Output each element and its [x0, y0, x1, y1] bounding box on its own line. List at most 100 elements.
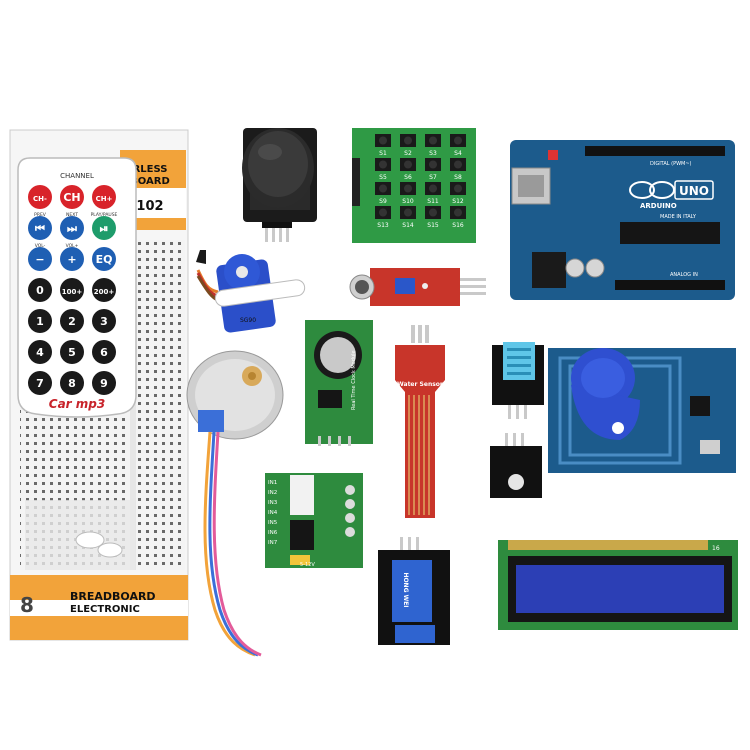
keypad-key-label: S7 [429, 174, 437, 181]
remote-button-label: 200+ [94, 288, 115, 296]
keypad-key-label: S3 [429, 150, 437, 157]
driver-pin-label: IN2 [268, 490, 277, 496]
remote-button [60, 216, 84, 240]
remote-button-sublabel: VOL- [35, 243, 46, 249]
keypad-key-label: S15 [427, 222, 439, 229]
keypad-key-label: S10 [402, 198, 414, 205]
keypad-key-cap [454, 184, 462, 193]
water-sensor-label: Water Sensor [397, 381, 443, 388]
keypad-key-label: S9 [379, 198, 387, 205]
remote-button [28, 278, 52, 302]
box-bottom-text-1: BREADBOARD [70, 590, 156, 603]
keypad-key-cap [379, 184, 387, 193]
remote-button [28, 247, 52, 271]
sound-sensor-module [349, 268, 486, 306]
keypad-key-cap [404, 184, 412, 193]
remote-button-sublabel: PREV [34, 212, 47, 218]
arduino-made-in: MADE IN ITALY [660, 214, 697, 220]
stepper-motor [186, 350, 284, 657]
ir-receiver-module [490, 433, 542, 498]
servo-label: SG90 [240, 317, 256, 324]
remote-button [28, 340, 52, 364]
keypad-key-cap [429, 208, 437, 217]
arduino-uno-board: UNO ARDUINO MADE IN ITALY DIGITAL (PWM~)… [510, 140, 735, 300]
arduino-brand: ARDUINO [640, 202, 677, 210]
keypad-key-cap [429, 160, 437, 169]
servo-motor: SG90 [196, 250, 306, 333]
keypad-key-cap [454, 208, 462, 217]
keypad-key-label: S14 [402, 222, 414, 229]
remote-button-label: 6 [100, 346, 108, 359]
joystick-module [242, 128, 317, 242]
remote-button-label: ⏯ [100, 222, 109, 235]
driver-pin-label: IN6 [268, 530, 278, 536]
remote-button [92, 340, 116, 364]
remote-button [60, 185, 84, 209]
lcd-1602-module: 16 [498, 540, 738, 630]
remote-button-label: 8 [68, 377, 76, 390]
remote-button [60, 278, 84, 302]
remote-button-label: 1 [36, 315, 44, 328]
keypad-key-label: S12 [452, 198, 464, 205]
remote-button [60, 340, 84, 364]
remote-button [92, 309, 116, 333]
keypad-key-label: S6 [404, 174, 412, 181]
keypad-key-cap [379, 160, 387, 169]
keypad-key-cap [404, 160, 412, 169]
remote-button [60, 371, 84, 395]
keypad-key-label: S16 [452, 222, 464, 229]
remote-button-label: 4 [36, 346, 44, 359]
remote-button-label: + [67, 253, 76, 266]
keypad-key-label: S11 [427, 198, 439, 205]
remote-button-label: CH [63, 191, 80, 204]
driver-pin-label: IN7 [268, 540, 278, 546]
keypad-key-cap [379, 136, 387, 145]
remote-button-sublabel: VOL+ [66, 243, 79, 249]
channel-label: CHANNEL [60, 172, 94, 180]
arduino-digital-label: DIGITAL (PWM~) [650, 161, 692, 167]
remote-button [60, 309, 84, 333]
keypad-key-label: S13 [377, 222, 389, 229]
keypad-key-label: S4 [454, 150, 462, 157]
box-bottom-text-2: ELECTRONIC [70, 604, 140, 615]
box-model: 102 [136, 199, 163, 214]
remote-button-label: 7 [36, 377, 44, 390]
remote-button [92, 185, 116, 209]
remote-button-label: − [35, 253, 44, 266]
remote-button [28, 185, 52, 209]
keypad-key-cap [379, 208, 387, 217]
breadboard-grid-right [135, 240, 185, 570]
driver-label: 5-12V [300, 562, 315, 568]
ir-remote: CHANNEL CH-PREVCHNEXTCH+PLAY/PAUSE⏮VOL-⏭… [17, 157, 137, 418]
keypad-key-label: S2 [404, 150, 412, 157]
remote-button-label: 100+ [62, 288, 83, 296]
driver-pin-label: IN5 [268, 520, 278, 526]
rtc-label: Real Time Clock Module [351, 350, 357, 410]
rfid-module [548, 348, 736, 473]
remote-button-label: 2 [68, 315, 76, 328]
dht11-module [492, 342, 544, 419]
remote-button [28, 216, 52, 240]
remote-button-label: 0 [36, 284, 44, 297]
remote-buttons: CH-PREVCHNEXTCH+PLAY/PAUSE⏮VOL-⏭VOL+⏯−+E… [28, 185, 118, 395]
remote-button-label: 5 [68, 346, 76, 359]
remote-button-label: 9 [100, 377, 108, 390]
keypad-key-cap [454, 136, 462, 145]
relay-brand: HONG WEI [402, 572, 409, 607]
rtc-module: Real Time Clock Module [305, 320, 373, 446]
keypad-key-label: S8 [454, 174, 462, 181]
box-top-text-2: BOARD [130, 176, 170, 187]
remote-button [92, 278, 116, 302]
remote-brand: Car mp3 [49, 397, 105, 411]
keypad-key-label: S1 [379, 150, 387, 157]
keypad-key-cap [429, 136, 437, 145]
remote-button [28, 371, 52, 395]
keypad-key-label: S5 [379, 174, 387, 181]
driver-pin-label: IN1 [268, 480, 277, 486]
box-bottom-num: 8 [20, 593, 34, 617]
